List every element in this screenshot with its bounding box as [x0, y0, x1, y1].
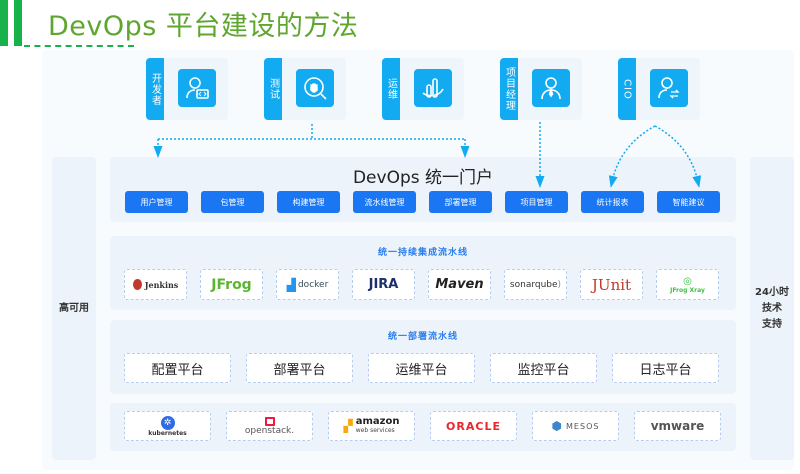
sonar-wave-icon: )	[557, 279, 562, 290]
ops-chart-icon	[414, 69, 452, 107]
jenkins-icon	[132, 279, 142, 290]
portal-button-project-management[interactable]: 项目管理	[505, 191, 568, 213]
portal-button-user-management[interactable]: 用户管理	[125, 191, 188, 213]
role-label: 项目经理	[500, 58, 518, 120]
tool-logo-docker: ▟ docker	[276, 269, 339, 300]
support-label-line1: 24小时	[755, 286, 789, 298]
platform-ops: 运维平台	[368, 353, 475, 383]
infra-logo-openstack: openstack.	[226, 411, 313, 441]
platform-log: 日志平台	[612, 353, 719, 383]
infra-logo-aws: ▞ amazon web services	[328, 411, 415, 441]
tool-logo-jira: JIRA	[352, 269, 415, 300]
support-label-line3: 支持	[762, 318, 782, 330]
deploy-pipeline-title: 统一部署流水线	[387, 332, 458, 342]
role-card-developer: 开发者	[146, 58, 228, 120]
tool-logo-maven: Maven	[428, 269, 491, 300]
support-label-line2: 技术	[762, 302, 782, 314]
portal-button-build-management[interactable]: 构建管理	[277, 191, 340, 213]
high-availability-panel: 高可用	[52, 157, 96, 460]
tool-logo-jfrog: JFrog	[200, 269, 263, 300]
xray-eye-icon: ◎	[683, 275, 692, 287]
role-card-cio: CIO	[618, 58, 700, 120]
platform-config: 配置平台	[124, 353, 231, 383]
role-card-ops: 运维	[382, 58, 464, 120]
arrow-cio-to-suggestion	[654, 125, 702, 188]
title-underline	[24, 45, 134, 47]
support-panel: 24小时 技术 支持	[750, 157, 794, 460]
manager-icon	[532, 69, 570, 107]
page-title: DevOps 平台建设的方法	[48, 11, 359, 42]
portal-button-deploy-management[interactable]: 部署管理	[429, 191, 492, 213]
openstack-icon	[264, 416, 275, 426]
cio-user-exchange-icon	[650, 69, 688, 107]
docker-whale-icon: ▟	[286, 277, 296, 292]
bug-search-icon	[296, 69, 334, 107]
portal-button-statistics-report[interactable]: 统计报表	[581, 191, 644, 213]
role-label: 测试	[264, 58, 282, 120]
high-availability-label: 高可用	[59, 302, 89, 314]
developer-icon	[178, 69, 216, 107]
role-label: 运维	[382, 58, 400, 120]
infrastructure-panel	[110, 403, 736, 451]
ci-pipeline-title: 统一持续集成流水线	[377, 248, 468, 258]
platform-deploy: 部署平台	[246, 353, 353, 383]
tool-logo-jenkins: Jenkins	[124, 269, 187, 300]
mesos-icon: ⬢	[551, 419, 563, 433]
role-card-tester: 测试	[264, 58, 346, 120]
role-card-project-manager: 项目经理	[500, 58, 582, 120]
role-label: 开发者	[146, 58, 164, 120]
tool-logo-jfrog-xray: ◎ JFrog Xray	[656, 269, 719, 300]
title-accent-bar	[0, 0, 8, 46]
portal-title: DevOps 统一门户	[352, 168, 494, 188]
platform-monitor: 监控平台	[490, 353, 597, 383]
title-accent-bar	[14, 0, 22, 46]
tool-logo-junit: JUnit	[580, 269, 643, 300]
arrow-cio-to-statistics	[608, 125, 656, 188]
infra-logo-mesos: ⬢ MESOS	[532, 411, 619, 441]
tool-logo-sonarqube: sonarqube )	[504, 269, 567, 300]
portal-button-package-management[interactable]: 包管理	[201, 191, 264, 213]
infra-logo-vmware: vmware	[634, 411, 721, 441]
portal-button-pipeline-management[interactable]: 流水线管理	[353, 191, 416, 213]
role-label: CIO	[618, 58, 636, 120]
infra-logo-oracle: ORACLE	[430, 411, 517, 441]
infra-logo-kubernetes: ✲ kubernetes	[124, 411, 211, 441]
aws-cubes-icon: ▞	[343, 419, 353, 433]
portal-button-smart-suggestion[interactable]: 智能建议	[657, 191, 720, 213]
kubernetes-wheel-icon: ✲	[160, 415, 175, 430]
